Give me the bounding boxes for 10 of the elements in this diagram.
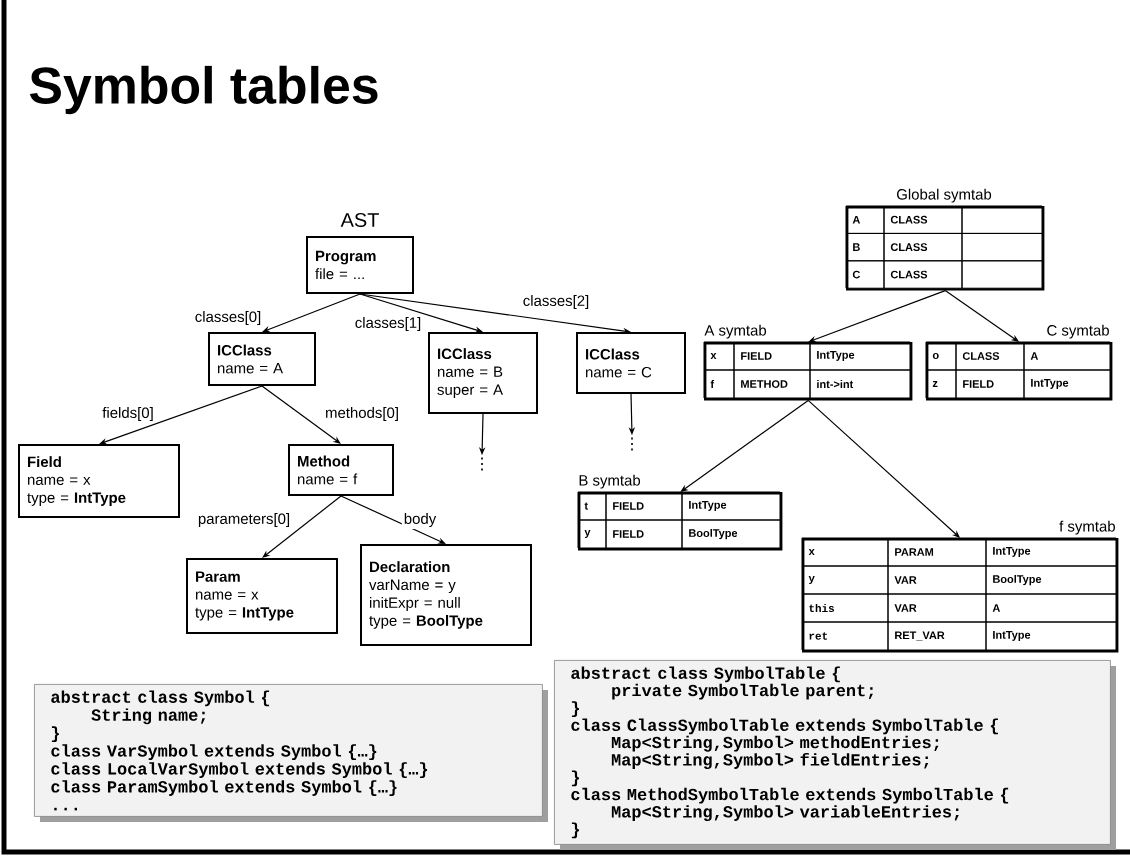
arrow [340,495,446,544]
arrow [261,385,341,444]
arrow [262,293,361,333]
arrow [680,399,809,492]
arrow [262,495,342,558]
arrow [359,293,483,333]
code-box: abstract class SymbolTable { private SymbolTable parent; } class ClassSymbolTable extends SymbolTable { Map<String,Symbol> methodEntries; Map<String,Symbol> fieldEntries; } class MethodSymbolTable extends SymbolTable { Map<String,Symbol> variableEntries; } [554,660,1116,850]
slide-title: Symbol tables [29,65,378,115]
code-box: abstract class Symbol { String name; } class VarSymbol extends Symbol {…} class LocalVarSymbol extends Symbol {…} class ParamSymbol extends Symbol {…} ... [34,684,548,822]
arrow [99,385,263,445]
